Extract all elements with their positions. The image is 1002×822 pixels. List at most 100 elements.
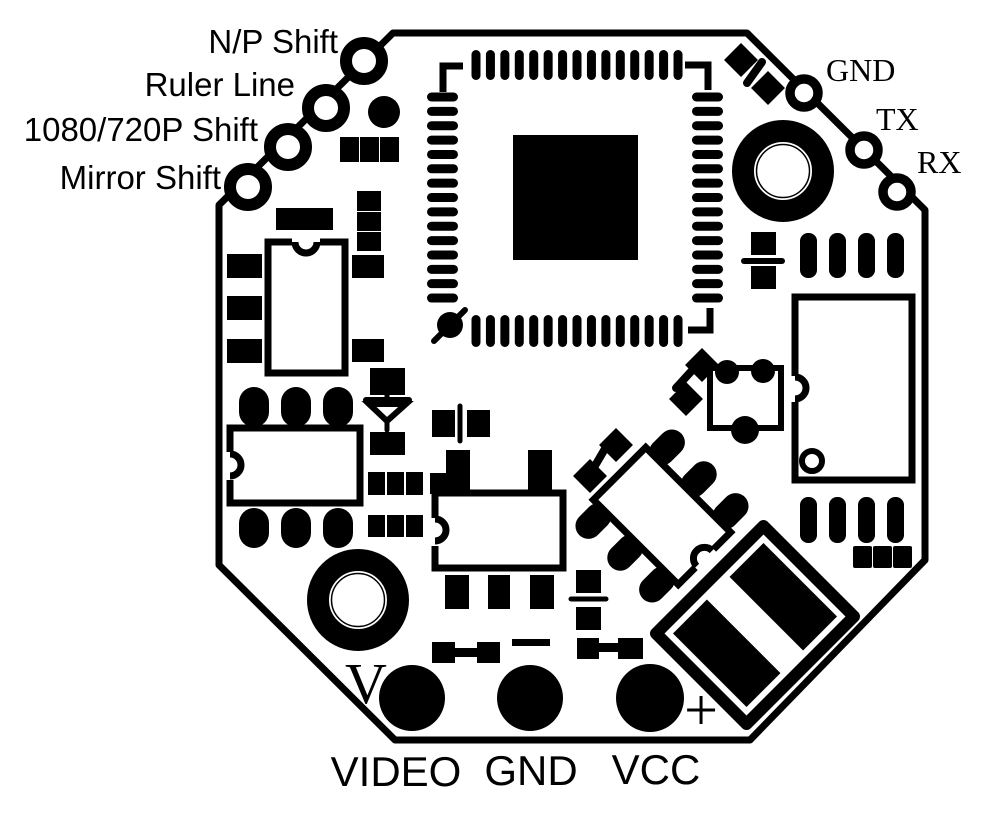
qfp-pin-pad: [692, 135, 723, 145]
qfp-pin1-slash: [431, 307, 468, 344]
ring-pad-1080-720p-shift: [264, 123, 312, 171]
qfp-pin-pad: [514, 315, 524, 347]
oval-pads-upper-right: [800, 233, 904, 278]
qfp-pin-pad: [485, 315, 495, 347]
qfp-pin-pad: [558, 315, 568, 347]
qfp-pin-pad: [471, 50, 481, 80]
soic-center-pads: [445, 450, 554, 609]
qfp-pin-pad: [427, 135, 458, 145]
capacitor-footprint-center: [432, 403, 490, 444]
qfp-pin-pad: [630, 315, 640, 347]
pin-label-1080-720p: 1080/720P Shift: [24, 111, 258, 148]
qfp-pin-pad: [673, 315, 683, 347]
qfp-pin-pads: [427, 50, 723, 347]
qfp-pin-pad: [692, 149, 723, 159]
qfp-pin-pad: [427, 293, 458, 303]
qfp-pin-pad: [692, 250, 723, 260]
qfp-pin-pad: [427, 193, 458, 203]
gnd-minus-mark: [512, 639, 550, 646]
ring-pad-ruler-line: [302, 84, 350, 132]
soic-ic-diagonal: [575, 429, 749, 603]
soic-pin1-notch: [291, 241, 321, 257]
jumper-link-left: [432, 642, 500, 663]
pads-right-upper: [751, 232, 776, 289]
qfp-thermal-pad: [513, 135, 638, 260]
qfp-pin-pad: [644, 50, 654, 80]
qfp-pin-pad: [529, 315, 539, 347]
qfp-pin-pad: [572, 315, 582, 347]
pad-label-video: VIDEO: [331, 748, 462, 795]
jumper-link-right: [577, 638, 643, 659]
inductor-footprint: [707, 359, 784, 444]
ring-pad-rx: [878, 173, 916, 211]
ring-pad-mirror-shift: [224, 163, 272, 211]
qfp-pin-pad: [630, 50, 640, 80]
qfp-pin-pad: [601, 315, 611, 347]
passive-pads-center-left: [368, 472, 450, 537]
qfp-pin-pad: [427, 236, 458, 246]
qfp-pin-pad: [500, 50, 510, 80]
qfp-pin-pad: [427, 149, 458, 159]
soic-bl-pads: [239, 387, 353, 548]
tantalum-capacitor-diagonal: [650, 520, 860, 730]
qfp-pin-pad: [427, 106, 458, 116]
pin-label-tx: TX: [876, 101, 919, 137]
soic-pin1-notch: [689, 543, 715, 569]
qfp-pin-pad: [692, 236, 723, 246]
qfp-pin-pad: [514, 50, 524, 80]
qfp-pin-pad: [427, 279, 458, 289]
qfp-pin-pad: [427, 207, 458, 217]
mounting-hole-top-right: [732, 120, 834, 222]
qfp-pin-pad: [500, 315, 510, 347]
qfp-pin-pad: [427, 250, 458, 260]
diode-triangle: [361, 401, 414, 426]
ring-pad-tx: [845, 131, 883, 169]
qfp-pin-pad: [427, 221, 458, 231]
qfp-pin-pad: [601, 50, 611, 80]
gnd-pad: [497, 665, 563, 731]
qfp-pin-pad: [692, 106, 723, 116]
qfp-pin-pad: [471, 315, 481, 347]
qfp-pin-pad: [659, 315, 669, 347]
capacitor-footprint-bottom: [568, 570, 609, 630]
qfp-pin-pad: [615, 315, 625, 347]
soic-ic-center: [431, 450, 567, 609]
qfp-pin-pad: [692, 279, 723, 289]
soic-ic-bottom-left: [226, 387, 364, 548]
qfp-pin-pad: [485, 50, 495, 80]
qfp-pin-pad: [692, 164, 723, 174]
qfp-pin-pad: [586, 315, 596, 347]
qfp-pin-pad: [615, 50, 625, 80]
passive-pads-top-left: [276, 96, 400, 251]
qfp-pin-pad: [427, 164, 458, 174]
qfp-pin-pad: [692, 92, 723, 102]
qfp-pin-pad: [644, 315, 654, 347]
qfp-pin-pad: [427, 264, 458, 274]
qfp-pin-pad: [692, 193, 723, 203]
qfp-corner-bracket-br: [688, 308, 714, 334]
soic-left-pads: [227, 254, 384, 363]
qfp-pin-pad: [572, 50, 582, 80]
ring-pad-gnd: [785, 74, 823, 112]
soic-ic-left: [227, 238, 384, 377]
video-pad: [379, 665, 445, 731]
qfp-pin-pad: [543, 315, 553, 347]
soic-pin1-notch: [229, 450, 245, 480]
pin-label-mirror-shift: Mirror Shift: [60, 159, 221, 196]
qfp-pin-pad: [427, 121, 458, 131]
module-pin1-circle: [799, 448, 825, 474]
pin-label-np-shift: N/P Shift: [208, 23, 338, 60]
qfp-pin-pad: [692, 264, 723, 274]
pad-label-gnd: GND: [484, 747, 577, 794]
pad-label-vcc: VCC: [612, 746, 701, 793]
qfp-ic-footprint: [427, 50, 723, 347]
qfp-corner-bracket-tl: [439, 62, 463, 92]
qfp-pin-pad: [427, 92, 458, 102]
mounting-hole-bottom-left: [307, 549, 409, 651]
qfp-pin-pad: [673, 50, 683, 80]
vcc-polarity-mark: +: [684, 677, 718, 743]
ring-pad-np-shift: [340, 37, 388, 85]
qfp-pin-pad: [692, 178, 723, 188]
oval-pads-lower-right: [800, 497, 912, 568]
